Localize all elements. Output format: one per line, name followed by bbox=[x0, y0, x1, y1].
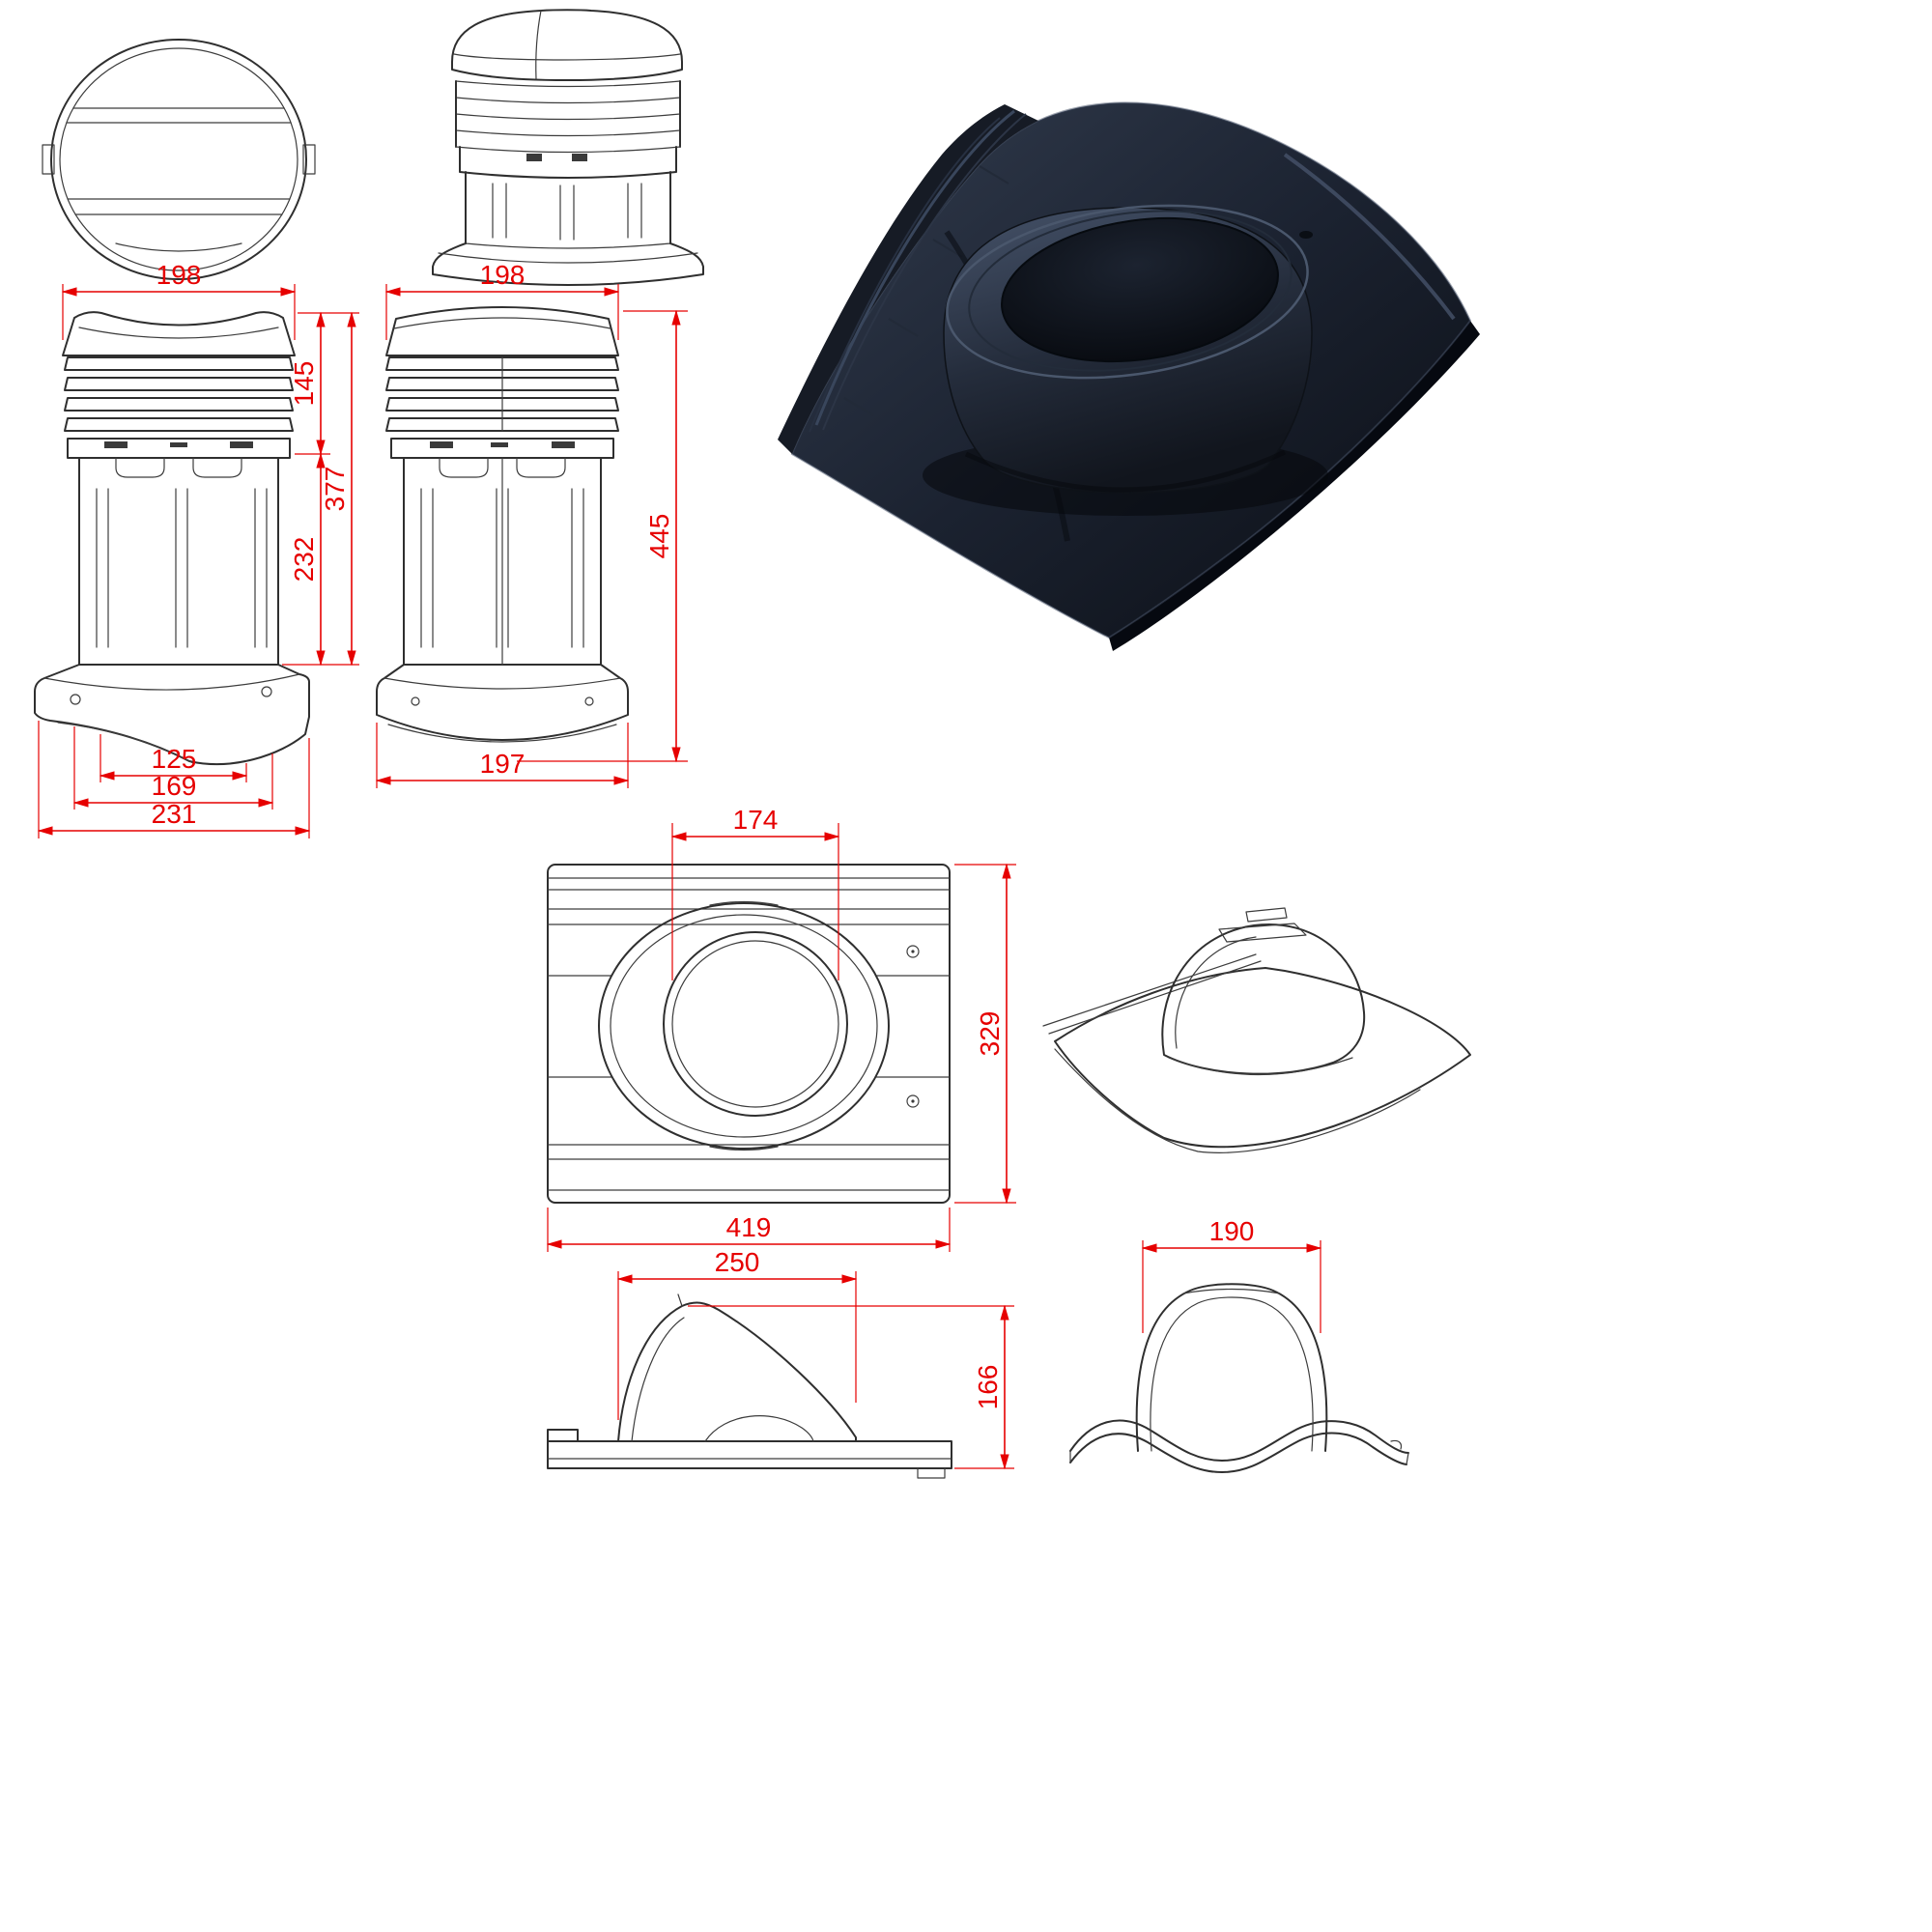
dim-label-side-base-width: 197 bbox=[480, 749, 526, 779]
dim-front-base-inner: 125 bbox=[99, 734, 248, 782]
side-elevation-drawing bbox=[376, 306, 629, 743]
base-plate-side-view: 250 166 bbox=[547, 1247, 1014, 1479]
dim-front-top-width: 198 bbox=[61, 260, 297, 340]
iso-dome bbox=[1161, 923, 1366, 1075]
side-profile-drawing bbox=[547, 1293, 952, 1479]
base-plate-iso-view bbox=[1042, 907, 1471, 1153]
collar-opening bbox=[1001, 216, 1279, 363]
dim-label-front-cowl-width: 190 bbox=[1209, 1216, 1255, 1246]
dim-front-cowl-width: 190 bbox=[1141, 1216, 1322, 1333]
dim-label-front-base-inner: 125 bbox=[152, 744, 197, 774]
vent-top-view bbox=[42, 39, 316, 280]
screw-hole-bottom bbox=[906, 1094, 920, 1108]
pipe-circle-outer bbox=[663, 931, 848, 1117]
dim-label-plan-pipe-diameter: 174 bbox=[733, 805, 779, 835]
base-plate-front-view: 190 bbox=[1069, 1216, 1409, 1473]
dim-label-side-total-height: 445 bbox=[644, 514, 674, 559]
tile-ridge-edge bbox=[778, 104, 1038, 454]
dim-side-cowl-length: 250 bbox=[616, 1247, 858, 1420]
dim-label-front-base-mid: 169 bbox=[152, 771, 197, 801]
front-section-drawing bbox=[1069, 1283, 1409, 1473]
pipe-circle-inner bbox=[671, 940, 839, 1108]
front-cowl-outline bbox=[1135, 1283, 1328, 1452]
dim-label-side-overall-height: 166 bbox=[973, 1365, 1003, 1410]
dim-label-side-top-width: 198 bbox=[480, 260, 526, 290]
dim-front-total-height: 377 bbox=[320, 311, 356, 667]
tile-nail-hole bbox=[1299, 231, 1313, 239]
dim-side-total-height: 445 bbox=[517, 309, 688, 763]
dim-label-side-cowl-length: 250 bbox=[715, 1247, 760, 1277]
dim-label-plan-width: 419 bbox=[726, 1212, 772, 1242]
vent-side-elevation: 198 445 197 bbox=[375, 260, 688, 788]
dim-plan-width: 419 bbox=[546, 1208, 952, 1252]
dim-plan-pipe-diameter: 174 bbox=[670, 805, 840, 980]
dim-side-base-width: 197 bbox=[375, 723, 630, 788]
left-tab bbox=[42, 144, 55, 175]
dim-label-front-base-outer: 231 bbox=[152, 799, 197, 829]
dim-front-base-mid: 169 bbox=[72, 726, 274, 810]
dim-front-cap-height: 145 bbox=[289, 311, 359, 456]
side-cowl-outline bbox=[617, 1301, 857, 1442]
vent-iso-view bbox=[432, 9, 704, 286]
plan-drawing bbox=[547, 864, 951, 1204]
dim-label-front-total-height: 377 bbox=[320, 467, 350, 512]
dim-label-plan-depth: 329 bbox=[975, 1011, 1005, 1057]
collar-seat-outer bbox=[598, 902, 890, 1150]
screw-hole-top bbox=[906, 945, 920, 958]
front-elevation-drawing bbox=[34, 311, 310, 765]
vent-front-elevation: 198 145 232 377 125 169 bbox=[34, 260, 359, 838]
dim-front-body-height: 232 bbox=[282, 452, 359, 667]
dim-front-base-outer: 231 bbox=[37, 721, 311, 838]
dim-label-front-body-height: 232 bbox=[289, 537, 319, 582]
dim-label-front-cap-height: 145 bbox=[289, 361, 319, 407]
dim-side-top-width: 198 bbox=[384, 260, 620, 340]
base-plate-plan-view: 174 329 419 bbox=[546, 805, 1016, 1252]
dim-side-overall-height: 166 bbox=[688, 1304, 1014, 1470]
right-tab bbox=[302, 144, 316, 175]
dim-plan-depth: 329 bbox=[954, 863, 1016, 1205]
dim-label-front-top-width: 198 bbox=[156, 260, 202, 290]
tile-3d-render bbox=[778, 101, 1480, 651]
